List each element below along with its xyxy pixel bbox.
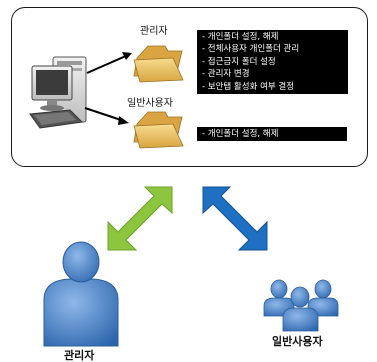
admin-function-5: - 보안탭 활성화 여부 결정 (202, 81, 295, 92)
general-functions-box: - 개인폴더 설정, 해제 (197, 127, 347, 141)
admin-folder-label: 관리자 (140, 26, 168, 37)
admin-folder-icon (133, 45, 184, 83)
general-folder-label: 일반사용자 (127, 98, 173, 109)
admin-person-icon (43, 241, 119, 347)
general-function-1: - 개인폴더 설정, 해제 (202, 129, 279, 139)
admin-functions-box: - 개인폴더 설정, 해제 - 전체사용자 개인폴더 관리 - 접근금지 폴더 … (197, 30, 348, 94)
admin-person-label: 관리자 (64, 349, 95, 362)
blue-double-arrow-icon (202, 186, 268, 251)
admin-function-2: - 전체사용자 개인폴더 관리 (202, 44, 300, 55)
general-users-label: 일반사용자 (272, 335, 323, 348)
user-group-icon (263, 279, 339, 332)
admin-function-1: - 개인폴더 설정, 해제 (202, 32, 279, 42)
connector-arrows (84, 52, 132, 125)
admin-function-4: - 관리자 변경 (202, 69, 250, 80)
admin-function-3: - 접근금지 폴더 설정 (202, 56, 276, 67)
computer-icon (29, 56, 87, 129)
green-double-arrow-icon (107, 186, 173, 251)
general-folder-icon (133, 111, 184, 149)
